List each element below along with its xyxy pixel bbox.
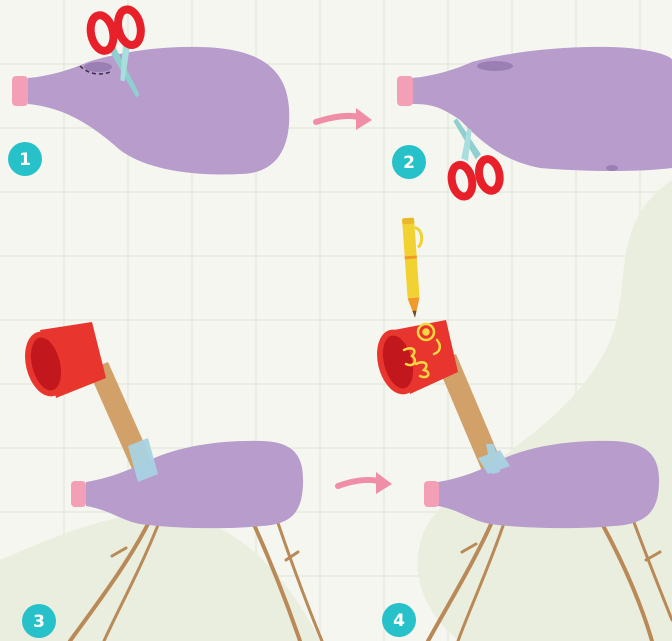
bottle xyxy=(438,441,659,528)
step-2-panel: 2 xyxy=(392,47,672,199)
bottle-cap xyxy=(12,76,28,106)
bottle-cap xyxy=(71,481,86,507)
arrow-right-icon xyxy=(316,108,372,130)
pencil-icon xyxy=(402,217,427,318)
cup-head xyxy=(19,322,106,401)
cut-slot xyxy=(477,61,513,71)
cut-slot xyxy=(606,165,618,171)
step-badge: 2 xyxy=(392,145,426,179)
step-badge: 1 xyxy=(8,142,42,176)
step-badge: 4 xyxy=(382,603,416,637)
bottle xyxy=(28,47,289,175)
step-number: 1 xyxy=(19,150,31,170)
bottle-cap xyxy=(397,76,413,106)
step-badge: 3 xyxy=(22,604,56,638)
background-blob xyxy=(418,180,672,641)
step-number: 2 xyxy=(403,153,415,173)
step-number: 3 xyxy=(33,612,45,632)
cut-slot xyxy=(84,62,112,72)
bottle xyxy=(86,441,303,528)
bottle xyxy=(412,47,672,171)
bottle-cap xyxy=(424,481,439,507)
step-number: 4 xyxy=(393,611,405,631)
step-1-panel: 1 xyxy=(8,7,289,176)
